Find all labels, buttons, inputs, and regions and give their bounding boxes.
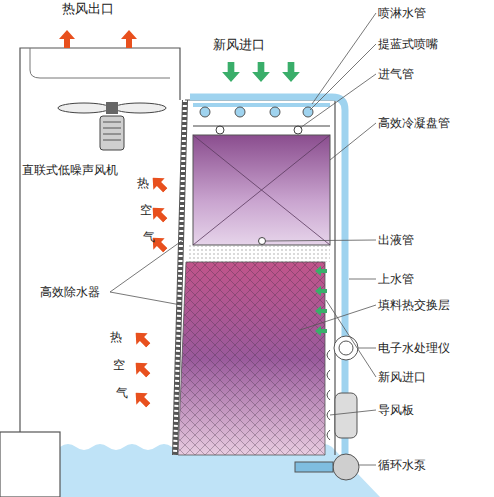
part-label: 空	[113, 358, 125, 372]
part-label: 提蓝式喷嘴	[378, 37, 438, 51]
part-label: 导风板	[378, 403, 414, 417]
part-label: 高效冷凝盘管	[378, 116, 450, 130]
part-label: 直联式低噪声风机	[22, 163, 118, 177]
part-label: 热	[137, 176, 149, 190]
part-label: 出液管	[378, 233, 414, 247]
part-label: 高效除水器	[40, 285, 100, 299]
part-label: 新风进口	[378, 370, 426, 384]
part-label: 气	[116, 386, 128, 400]
part-label: 喷淋水管	[378, 6, 426, 20]
part-label: 新风进口	[213, 38, 265, 52]
part-label: 热风出口	[62, 2, 114, 16]
part-label: 电子水处理仪	[378, 341, 450, 355]
part-label: 上水管	[378, 272, 414, 286]
part-label: 循环水泵	[378, 458, 426, 472]
part-label: 进气管	[378, 67, 414, 81]
part-label: 气	[143, 230, 155, 244]
part-label: 空	[140, 203, 152, 217]
part-label: 热	[110, 330, 122, 344]
part-label: 填料热交换层	[378, 298, 450, 312]
